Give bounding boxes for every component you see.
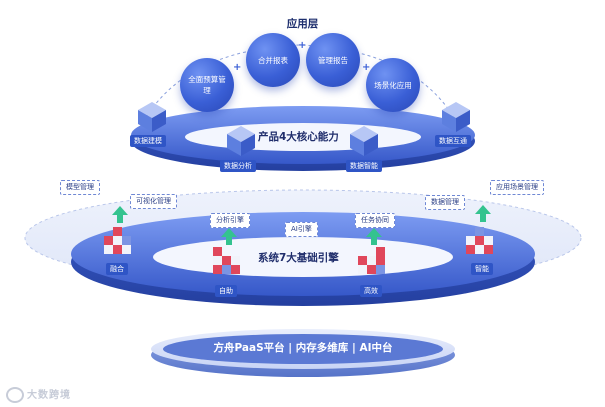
block-stack-icon-efficient	[358, 247, 385, 274]
block-stack-icon-self-service	[213, 247, 240, 274]
platform-title: 方舟PaaS平台 | 内存多维库 | AI中台	[213, 342, 393, 354]
arrow-up-icon-left	[112, 206, 128, 223]
platform-disc	[151, 329, 455, 377]
watermark: 大数跨境	[6, 386, 71, 403]
tag-analysis-engine: 分析引擎	[210, 213, 250, 228]
engine-label-fusion: 融合	[106, 263, 128, 275]
tag-model-management: 模型管理	[60, 180, 100, 195]
bubble-scenario-apps: 场景化应用	[366, 58, 420, 112]
cube-icon-modeling	[138, 102, 166, 132]
capability-label-modeling: 数据建模	[130, 135, 166, 147]
bubble-full-budget: 全面预算管理	[180, 58, 234, 112]
engine-label-self-service: 自助	[215, 285, 237, 297]
tag-task-collaboration: 任务协同	[355, 213, 395, 228]
app-layer-title: 应用层	[286, 18, 319, 30]
cube-icon-analysis	[227, 126, 255, 156]
cube-icon-interop	[442, 102, 470, 132]
arrow-up-icon-mid-right	[366, 228, 382, 245]
capability-label-interop: 数据互通	[435, 135, 471, 147]
watermark-logo-icon	[6, 387, 24, 403]
engine-label-smart: 智能	[471, 263, 493, 275]
engine-label-efficient: 高效	[360, 285, 382, 297]
tag-ai-engine: AI引擎	[285, 222, 318, 237]
plus-sign-2: +	[298, 40, 307, 51]
app-layer-arc	[139, 44, 461, 129]
block-stack-icon-smart	[466, 227, 493, 254]
tag-data-management: 数据管理	[425, 195, 465, 210]
cube-icon-intelligence	[350, 126, 378, 156]
arrow-up-icon-right	[475, 205, 491, 222]
plus-sign-3: +	[362, 62, 371, 73]
product-layer-title: 产品4大核心能力	[258, 131, 339, 143]
bubble-consolidated-reports: 合并报表	[246, 33, 300, 87]
tag-app-scenario-management: 应用场景管理	[490, 180, 544, 195]
arrow-up-icon-mid-left	[221, 228, 237, 245]
bubble-management-report: 管理报告	[306, 33, 360, 87]
tag-visualization-management: 可视化管理	[130, 194, 177, 209]
capability-label-analysis: 数据分析	[220, 160, 256, 172]
block-stack-icon-fusion	[104, 227, 131, 254]
capability-label-intelligence: 数据智能	[346, 160, 382, 172]
plus-sign-1: +	[233, 62, 242, 73]
engine-layer-title: 系统7大基础引擎	[258, 252, 339, 264]
